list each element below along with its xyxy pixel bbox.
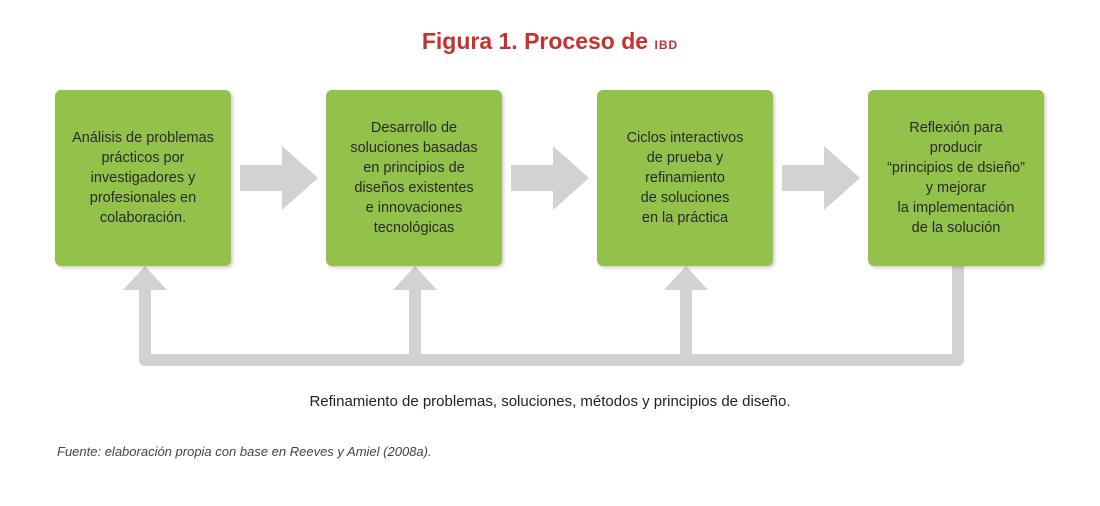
figure-title-abbrev: ibd — [654, 34, 679, 53]
step-text-4: Reflexión para producir “principios de d… — [887, 120, 1025, 236]
figure-title: Figura 1. Proceso de ibd — [0, 28, 1100, 55]
step-text-2: Desarrollo de soluciones basadas en prin… — [350, 120, 478, 236]
forward-arrow-3 — [782, 146, 860, 210]
step-box-1: Análisis de problemas prácticos por inve… — [55, 90, 231, 266]
feedback-loop-line — [139, 266, 964, 366]
forward-arrow-2 — [511, 146, 589, 210]
source-note: Fuente: elaboración propia con base en R… — [57, 444, 432, 459]
feedback-arrowhead-3 — [664, 266, 708, 290]
step-box-3: Ciclos interactivos de prueba y refinami… — [597, 90, 773, 266]
feedback-arrowhead-1 — [123, 266, 167, 290]
forward-arrow-1 — [240, 146, 318, 210]
feedback-label: Refinamiento de problemas, soluciones, m… — [309, 393, 791, 410]
figure-title-prefix: Figura 1. Proceso de — [421, 28, 655, 54]
step-box-4: Reflexión para producir “principios de d… — [868, 90, 1044, 266]
step-text-1: Análisis de problemas prácticos por inve… — [72, 130, 214, 226]
step-text-3: Ciclos interactivos de prueba y refinami… — [626, 130, 744, 226]
step-box-2: Desarrollo de soluciones basadas en prin… — [326, 90, 502, 266]
feedback-arrowhead-2 — [393, 266, 437, 290]
